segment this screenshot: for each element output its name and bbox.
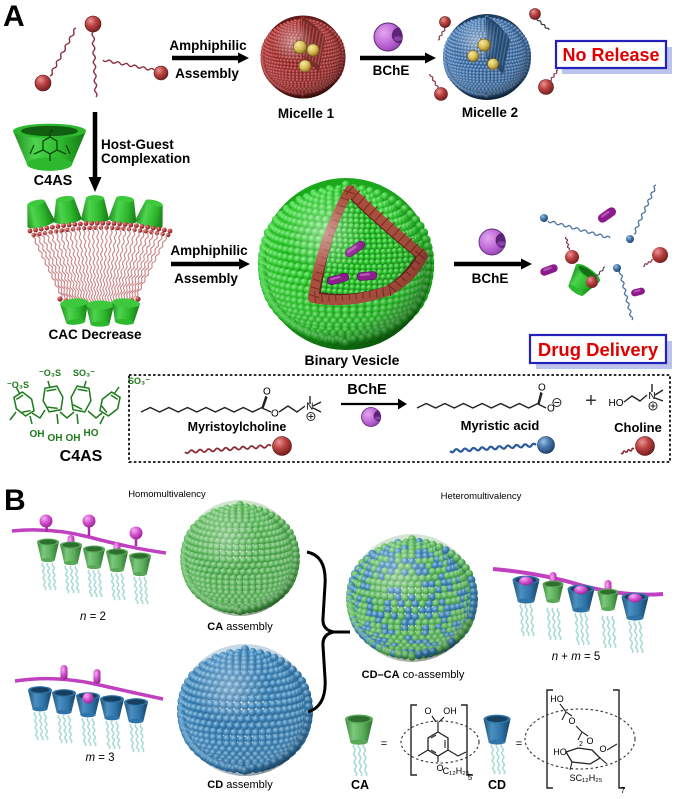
svg-text:SC₁₂H₂₅: SC₁₂H₂₅ (570, 773, 603, 783)
svg-text:No Release: No Release (562, 45, 659, 65)
svg-text:CD assembly: CD assembly (207, 779, 273, 791)
svg-text:OH: OH (30, 429, 45, 440)
svg-text:Amphiphilic: Amphiphilic (169, 38, 247, 53)
svg-text:OH: OH (66, 433, 81, 444)
svg-text:BChE: BChE (373, 63, 410, 78)
svg-text:SO₃⁻: SO₃⁻ (128, 376, 150, 386)
svg-text:A: A (3, 0, 25, 33)
svg-text:BChE: BChE (472, 271, 509, 286)
svg-text:HO: HO (84, 428, 99, 439)
svg-text:+: + (585, 390, 597, 412)
svg-text:Choline: Choline (614, 420, 662, 435)
svg-text:C₁₂H₂₅: C₁₂H₂₅ (443, 766, 470, 776)
svg-text:Assembly: Assembly (174, 271, 238, 286)
svg-text:n + m = 5: n + m = 5 (552, 651, 601, 663)
svg-text:C4AS: C4AS (34, 173, 73, 189)
svg-text:O: O (263, 387, 271, 398)
svg-text:Heteromultivalency: Heteromultivalency (441, 491, 522, 502)
svg-text:O: O (424, 706, 431, 716)
svg-text:n = 2: n = 2 (80, 611, 106, 623)
svg-text:O: O (599, 744, 606, 754)
svg-text:B: B (4, 484, 26, 517)
svg-text:O: O (271, 409, 279, 420)
svg-text:HO: HO (550, 694, 564, 704)
svg-text:⁻O₃S: ⁻O₃S (7, 380, 29, 390)
svg-text:C4AS: C4AS (60, 448, 103, 465)
svg-text:O: O (547, 404, 555, 415)
svg-text:CD: CD (488, 778, 506, 792)
svg-text:Micelle 2: Micelle 2 (462, 105, 518, 120)
svg-text:Myristoylcholine: Myristoylcholine (188, 420, 287, 434)
svg-text:m = 3: m = 3 (85, 752, 114, 764)
svg-text:BChE: BChE (347, 382, 387, 398)
svg-text:O: O (436, 763, 443, 773)
svg-text:CA: CA (351, 778, 369, 792)
svg-text:CD–CA co-assembly: CD–CA co-assembly (362, 669, 465, 681)
svg-text:Assembly: Assembly (175, 66, 239, 81)
svg-text:=: = (516, 738, 522, 750)
svg-text:5: 5 (468, 773, 473, 782)
svg-text:N: N (648, 391, 655, 402)
svg-text:Complexation: Complexation (101, 151, 190, 166)
svg-text:⁻O₃S: ⁻O₃S (39, 368, 61, 378)
svg-text:CA assembly: CA assembly (207, 621, 273, 633)
svg-text:O: O (538, 383, 546, 394)
svg-text:=: = (381, 738, 387, 750)
svg-text:N: N (306, 402, 313, 413)
svg-text:Host-Guest: Host-Guest (101, 137, 174, 152)
svg-text:O: O (568, 716, 575, 726)
svg-text:Drug Delivery: Drug Delivery (538, 339, 659, 360)
svg-text:OH: OH (48, 433, 63, 444)
svg-text:Binary Vesicle: Binary Vesicle (305, 352, 400, 368)
svg-text:OH: OH (443, 706, 457, 716)
svg-text:2: 2 (579, 741, 583, 748)
svg-text:Myristic acid: Myristic acid (461, 418, 540, 433)
svg-text:CAC Decrease: CAC Decrease (48, 327, 142, 342)
svg-text:HO: HO (553, 747, 567, 757)
svg-text:O: O (586, 736, 593, 746)
svg-text:Homomultivalency: Homomultivalency (128, 489, 206, 500)
svg-text:Amphiphilic: Amphiphilic (170, 243, 248, 258)
svg-text:7: 7 (621, 786, 626, 794)
svg-text:HO: HO (609, 398, 624, 409)
svg-text:Micelle 1: Micelle 1 (278, 106, 335, 121)
svg-text:SO₃⁻: SO₃⁻ (73, 368, 95, 378)
